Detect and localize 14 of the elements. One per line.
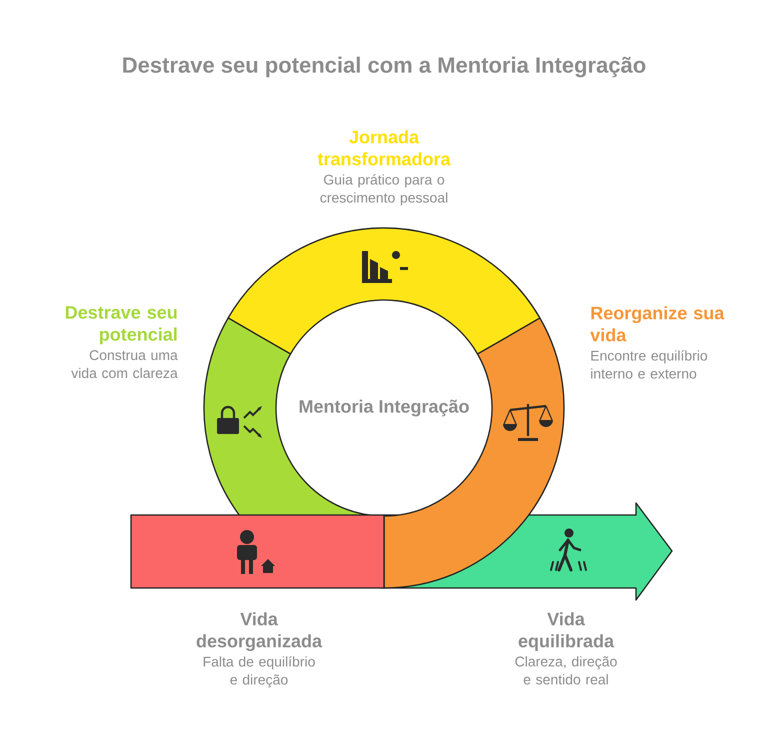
ring-segment [227, 227, 541, 355]
description: Clareza, direção e sentido real [515, 656, 617, 684]
description: Falta de equilíbrio e direção [204, 656, 315, 688]
heading: Jornada transformadora [318, 130, 451, 166]
heading: Vida desorganizada [196, 612, 322, 652]
heading: Reorganize sua vida [590, 306, 724, 342]
description: Guia prático para o crescimento pessoal [320, 174, 448, 206]
heading: Destrave seu potencial [66, 306, 177, 344]
title: Destrave seu potencial com a Mentoria Integração [123, 56, 646, 78]
heading: Vida equilibrada [518, 612, 614, 651]
center-label: Mentoria Integração [300, 400, 469, 416]
description: Construa uma vida com clareza [71, 350, 178, 378]
description: Encontre equilíbrio interno e externo [591, 350, 708, 379]
start-bar [130, 514, 385, 589]
